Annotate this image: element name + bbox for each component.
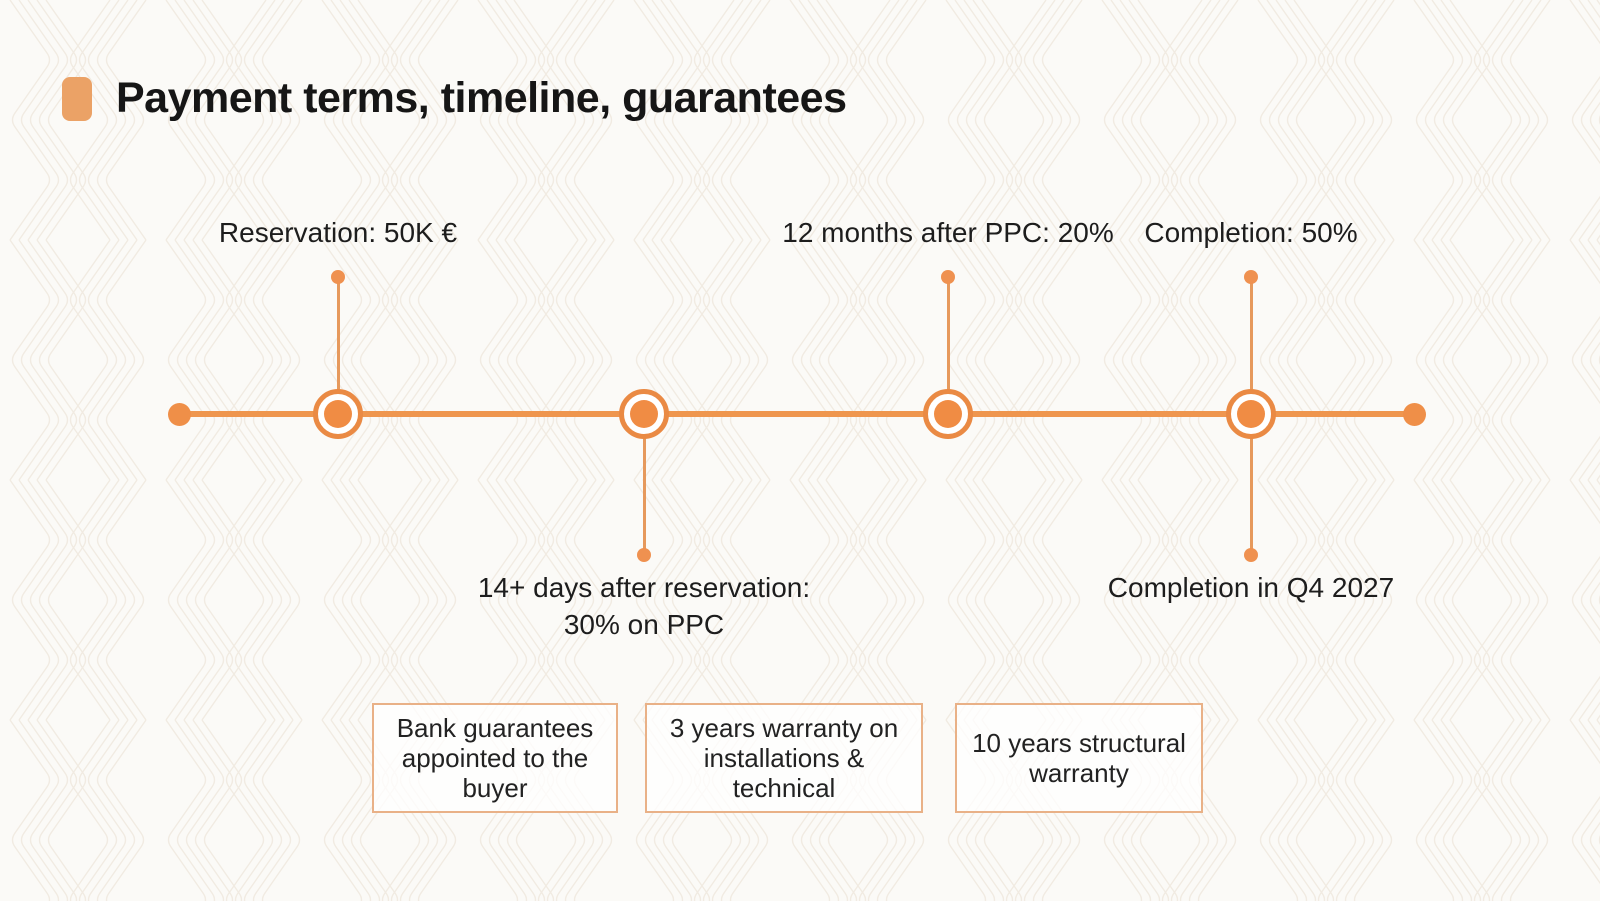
milestone-label-above: Completion: 50% bbox=[1144, 216, 1357, 249]
connector-dot-top bbox=[1244, 270, 1258, 284]
connector-line-down bbox=[642, 414, 646, 555]
guarantee-text-line: Bank guarantees bbox=[396, 713, 594, 743]
guarantee-text-line: installations & bbox=[703, 743, 865, 773]
connector-line-up bbox=[946, 277, 950, 414]
milestone-label-above: 12 months after PPC: 20% bbox=[782, 216, 1114, 249]
title-bullet-icon bbox=[62, 76, 92, 121]
milestone-node bbox=[619, 389, 669, 439]
guarantee-text-line: warranty bbox=[1029, 758, 1129, 788]
guarantee-text-line: 10 years structural bbox=[972, 728, 1186, 758]
milestone-node-core bbox=[630, 400, 658, 428]
milestone-node-core bbox=[1237, 400, 1265, 428]
connector-line-up bbox=[1249, 277, 1253, 414]
milestone-node-core bbox=[324, 400, 352, 428]
label-line: 14+ days after reservation: bbox=[477, 572, 811, 603]
slide-header: Payment terms, timeline, guarantees bbox=[62, 74, 847, 123]
connector-dot-bottom bbox=[637, 548, 651, 562]
timeline-start-dot bbox=[168, 403, 191, 426]
connector-line-up bbox=[336, 277, 340, 414]
timeline-axis-line bbox=[179, 411, 1414, 417]
milestone-label-below: Completion in Q4 2027 bbox=[1108, 569, 1394, 606]
connector-dot-bottom bbox=[1244, 548, 1258, 562]
connector-dot-top bbox=[941, 270, 955, 284]
connector-line-down bbox=[1249, 414, 1253, 555]
guarantee-text-line: buyer bbox=[462, 773, 528, 803]
milestone-node-core bbox=[934, 400, 962, 428]
guarantee-text-line: technical bbox=[732, 773, 836, 803]
timeline-end-dot bbox=[1403, 403, 1426, 426]
milestone-node bbox=[1226, 389, 1276, 439]
milestone-node bbox=[313, 389, 363, 439]
label-line: Reservation: 50K € bbox=[218, 217, 458, 248]
connector-dot-top bbox=[331, 270, 345, 284]
milestone-label-below: 14+ days after reservation: 30% on PPC bbox=[478, 569, 810, 643]
milestone-label-above: Reservation: 50K € bbox=[219, 216, 457, 249]
guarantee-text-line: 3 years warranty on bbox=[669, 713, 899, 743]
label-line: Completion: 50% bbox=[1144, 217, 1358, 248]
label-line: 12 months after PPC: 20% bbox=[782, 217, 1114, 248]
page-title: Payment terms, timeline, guarantees bbox=[116, 74, 847, 122]
label-line: Completion in Q4 2027 bbox=[1107, 572, 1395, 603]
milestone-node bbox=[923, 389, 973, 439]
guarantee-text-line: appointed to the bbox=[401, 743, 589, 773]
label-line: 30% on PPC bbox=[563, 609, 725, 640]
